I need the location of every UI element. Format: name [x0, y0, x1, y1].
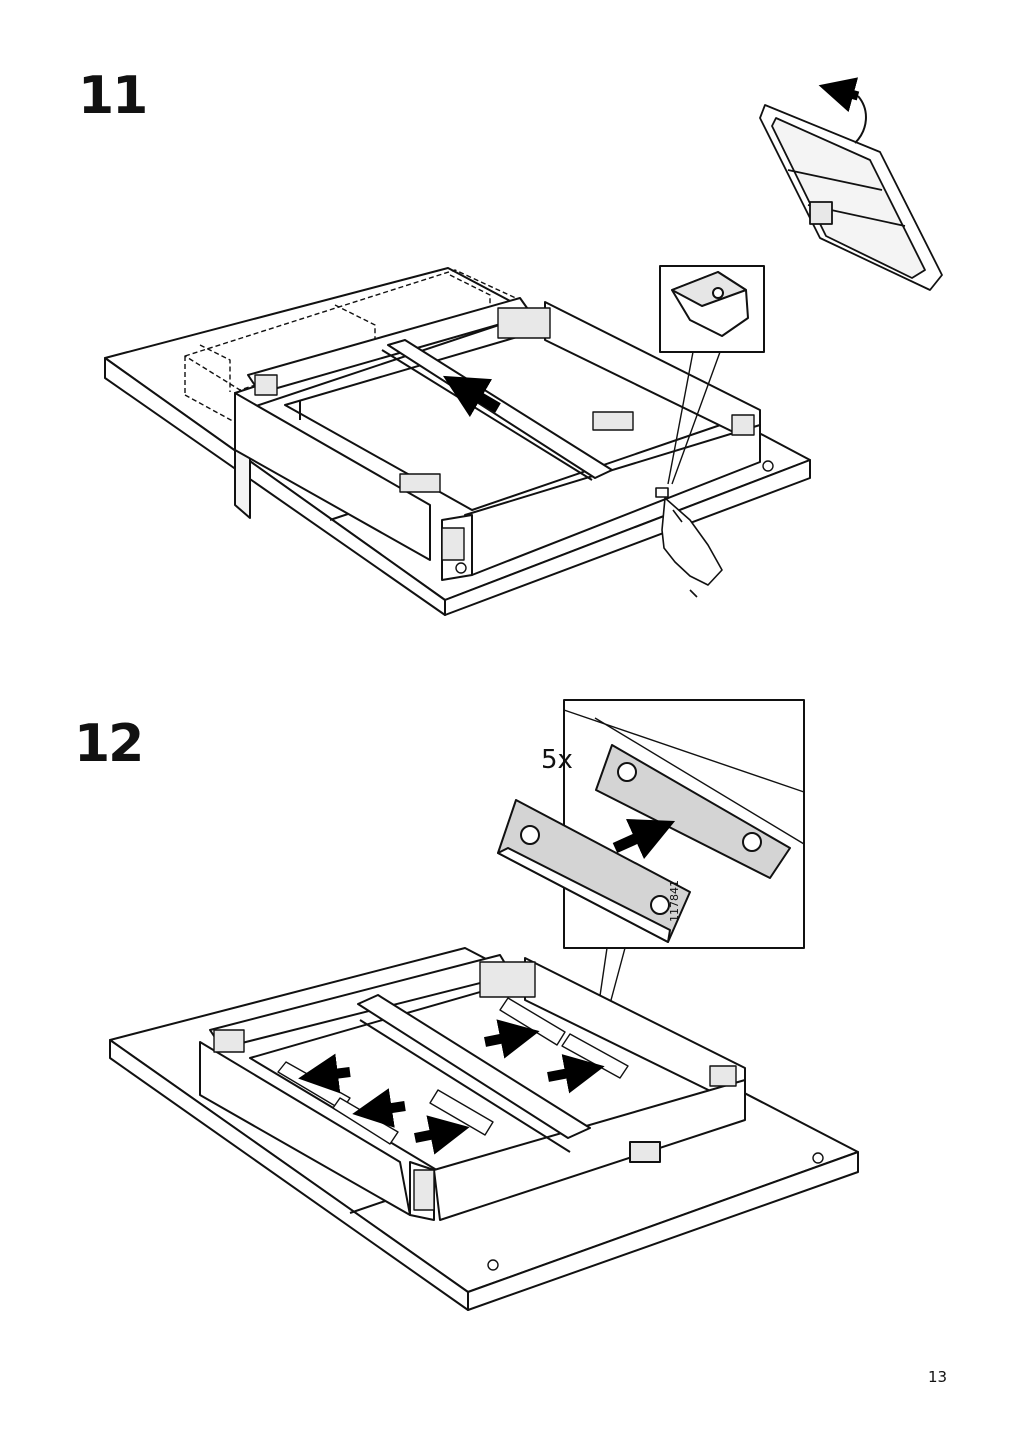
step12-hinges — [213, 961, 737, 1211]
page-number: 13 — [928, 1368, 948, 1386]
quantity-label: 5x — [541, 745, 573, 775]
step11-screws — [455, 460, 774, 574]
step-number-11: 11 — [78, 66, 148, 126]
part-number-label: 117841 — [668, 880, 681, 922]
step12-screws — [487, 1152, 824, 1271]
step11-flipped-frame-inset — [759, 77, 943, 291]
step11-pressing-hand — [655, 487, 723, 598]
step11-frame — [234, 297, 761, 581]
step12-detail-box — [497, 699, 805, 1031]
step11-hinges — [254, 307, 755, 561]
step11-slide-arrow — [442, 375, 501, 418]
step12-frame — [199, 954, 746, 1221]
step-number-12: 12 — [74, 714, 144, 774]
step12-insert-arrows — [298, 1019, 605, 1155]
step11-latch-detail-box — [659, 265, 765, 485]
